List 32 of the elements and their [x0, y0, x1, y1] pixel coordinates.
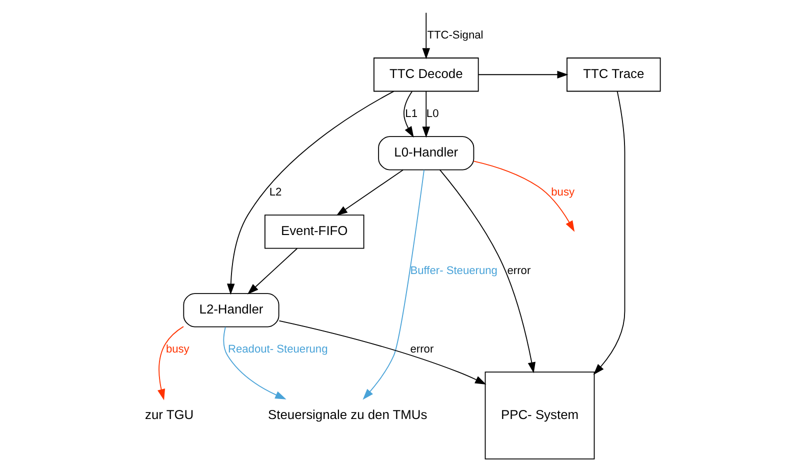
arrow [158, 326, 184, 400]
edge-label: error [507, 264, 531, 277]
edge-label: busy [551, 186, 575, 198]
edge-label: error [410, 343, 434, 356]
arrow [226, 90, 394, 295]
node-text: zur TGU [145, 406, 194, 422]
node-box: TTC Trace [566, 58, 661, 92]
node-text: Steuersignale zu den TMUs [268, 406, 428, 422]
node-box: L2-Handler [183, 293, 280, 328]
edge-label: Readout- Steuerung [228, 343, 328, 356]
arrow [247, 248, 298, 294]
arrow [439, 169, 536, 374]
edge-label: busy [166, 343, 190, 356]
arrow [422, 91, 430, 138]
node-box: Event-FIFO [264, 214, 364, 249]
edge-label: L1 [405, 108, 418, 120]
edge-label: L0 [426, 108, 439, 120]
arrow [478, 70, 568, 79]
node-box: TTC Decode [373, 58, 479, 92]
edge-label: Buffer- Steuerung [410, 264, 498, 277]
arrow [422, 12, 430, 60]
edge-label: L2 [269, 186, 282, 198]
node-box: PPC- System [484, 372, 595, 460]
arrow [473, 160, 575, 232]
arrow [362, 169, 425, 400]
arrow [278, 320, 486, 384]
arrow [336, 170, 404, 216]
node-box: L0-Handler [378, 136, 474, 170]
edge-label: TTC-Signal [427, 29, 484, 42]
arrow [404, 91, 414, 138]
arrow [223, 326, 286, 400]
arrow [593, 90, 626, 375]
